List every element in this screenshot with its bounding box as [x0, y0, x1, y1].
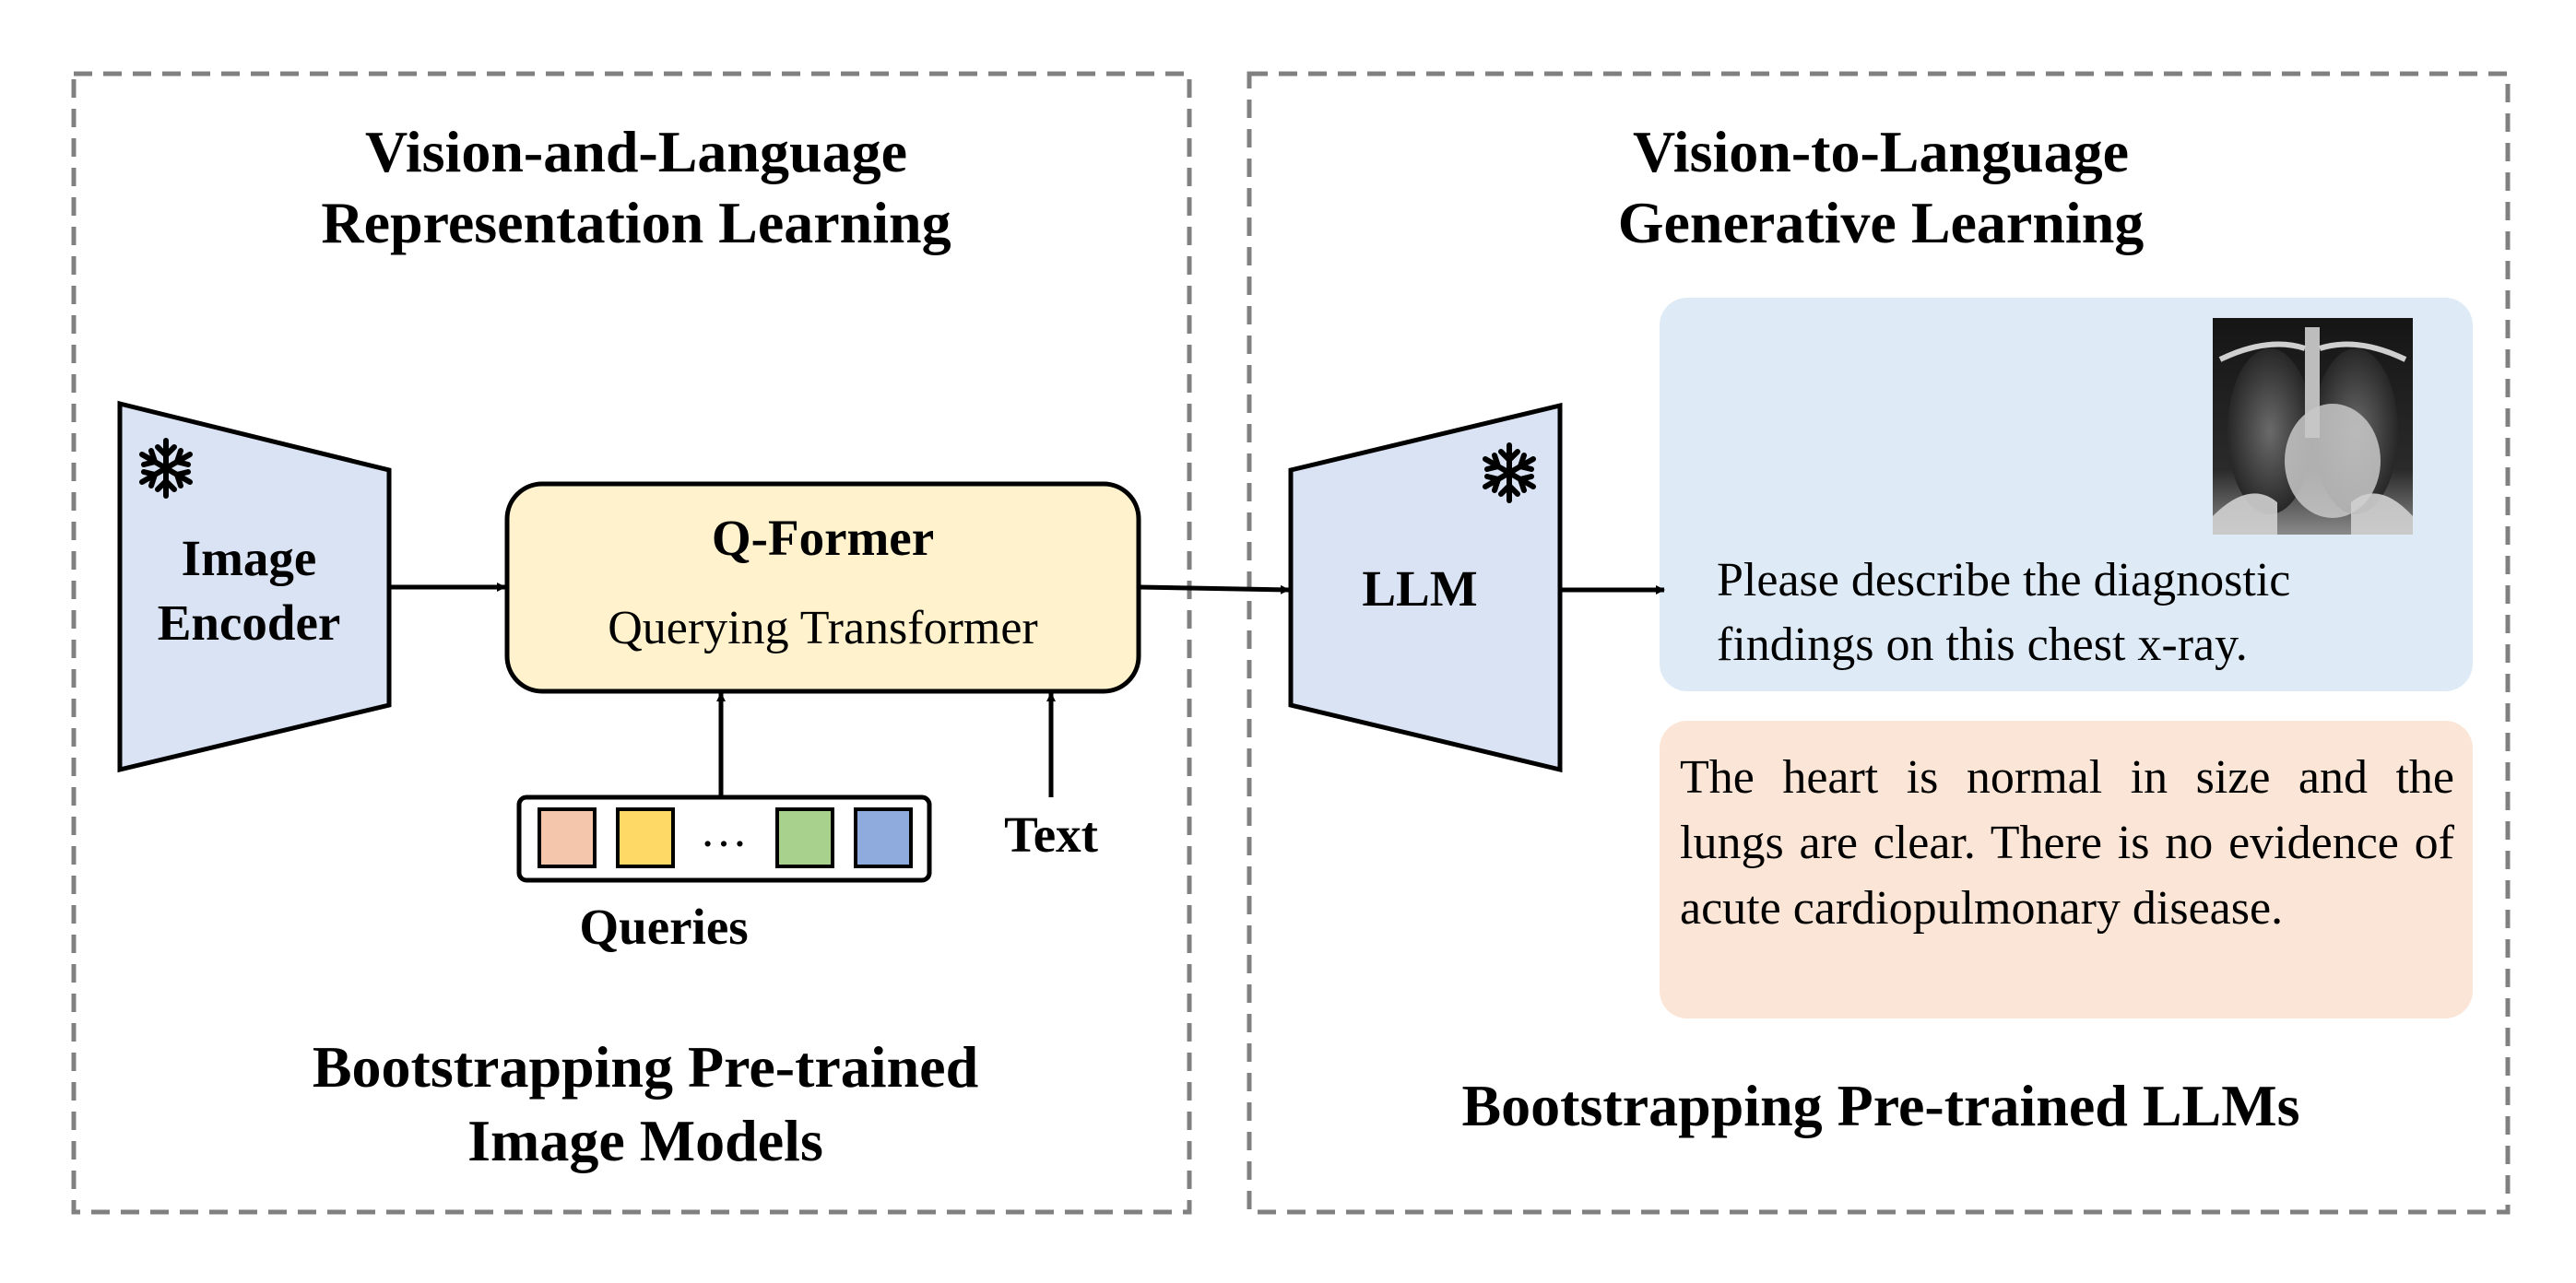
llm-label: LLM — [1362, 560, 1478, 617]
answer-text: The heart is normal in size and the lung… — [1680, 751, 2454, 935]
right-panel-title-line2: Generative Learning — [1617, 190, 2145, 255]
left-panel-title-line1: Vision-and-Language — [365, 119, 907, 184]
query-token-4 — [854, 807, 913, 868]
llm-shape — [1288, 402, 1563, 773]
left-panel-caption-line2: Image Models — [467, 1108, 823, 1173]
image-encoder-label-line2: Encoder — [157, 594, 341, 651]
arrow-qformer-to-llm — [1138, 584, 1290, 594]
qformer-title: Q-Former — [711, 510, 935, 566]
prompt-text: Please describe the diagnostic findings … — [1717, 554, 2291, 671]
query-token-2 — [616, 807, 675, 868]
queries-label: Queries — [579, 899, 749, 955]
query-token-1 — [538, 807, 597, 868]
queries-ellipsis: … — [700, 805, 748, 857]
image-encoder-shape — [117, 400, 392, 773]
query-token-3 — [775, 807, 834, 868]
snowflake-icon — [1483, 442, 1536, 503]
right-panel-caption: Bootstrapping Pre-trained LLMs — [1461, 1073, 2300, 1138]
answer-box — [1660, 721, 2473, 1018]
qformer-subtitle: Querying Transformer — [608, 602, 1038, 654]
right-panel-border — [1247, 71, 2511, 1215]
left-panel-title-line2: Representation Learning — [321, 190, 951, 255]
text-input-label: Text — [1004, 806, 1098, 863]
left-panel-border — [71, 71, 1192, 1215]
right-panel-title-line1: Vision-to-Language — [1632, 119, 2130, 184]
image-encoder-label-line1: Image — [181, 530, 317, 586]
snowflake-icon — [139, 438, 193, 499]
left-panel-caption-line1: Bootstrapping Pre-trained — [312, 1034, 979, 1100]
chest-xray-image — [2213, 318, 2413, 535]
